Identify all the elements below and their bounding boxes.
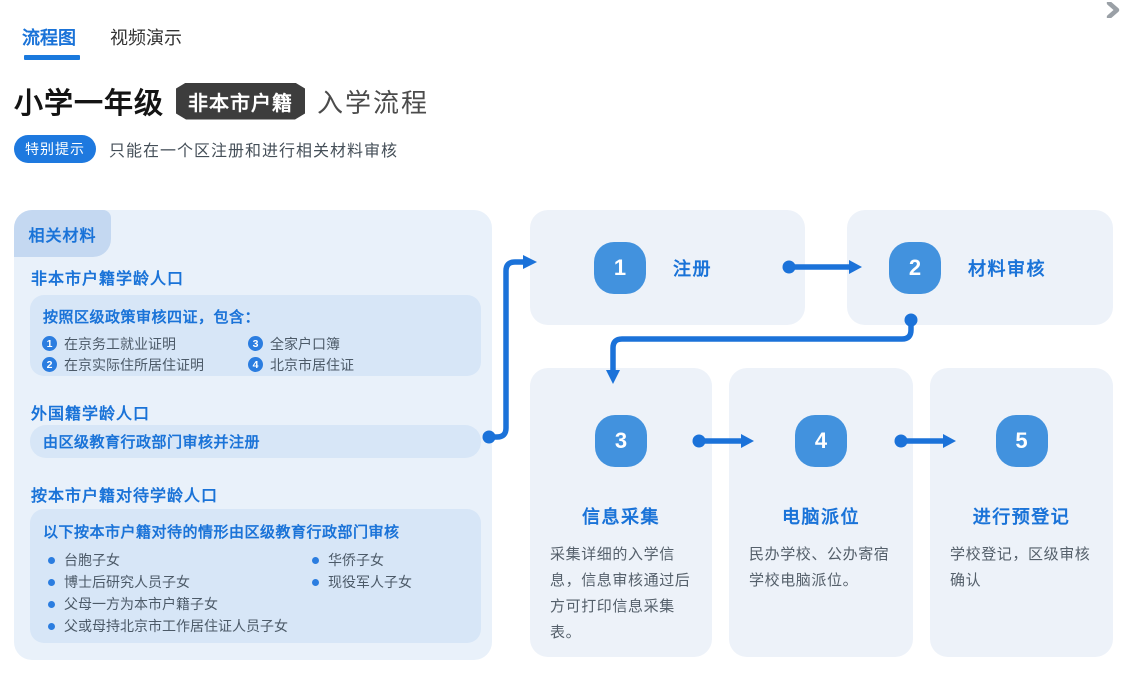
flow-step-1-register: 1 注册: [530, 210, 805, 325]
number-1-icon: 1: [42, 336, 57, 351]
bullet-text: 博士后研究人员子女: [64, 574, 190, 590]
box-title: 由区级教育行政部门审核并注册: [43, 434, 261, 451]
bullet-dot-icon: [312, 556, 319, 564]
step-4-number-badge: 4: [795, 415, 847, 467]
bullet-item: 现役军人子女: [312, 571, 412, 593]
bullet-column-1: 台胞子女 博士后研究人员子女 父母一方为本市户籍子女 父或母持北京市工作居住证人…: [48, 549, 312, 637]
numbered-item-text: 全家户口簿: [270, 335, 340, 352]
numbered-column-1: 1 在京务工就业证明 2 在京实际住所居住证明: [42, 333, 248, 375]
numbered-item: 1 在京务工就业证明: [42, 333, 248, 354]
box-title: 以下按本市户籍对待的情形由区级教育行政部门审核: [43, 524, 400, 541]
bullet-item: 父或母持北京市工作居住证人员子女: [48, 615, 312, 637]
tab-flowchart[interactable]: 流程图: [22, 28, 76, 48]
bullet-text: 父或母持北京市工作居住证人员子女: [64, 618, 288, 634]
box-title: 按照区级政策审核四证，包含：: [43, 309, 261, 326]
bullet-text: 台胞子女: [64, 552, 120, 568]
step-3-number-badge: 3: [595, 415, 647, 467]
bullet-item: 父母一方为本市户籍子女: [48, 593, 312, 615]
flow-step-3-info-collection: 3 信息采集 采集详细的入学信息，信息审核通过后方可打印信息采集表。: [530, 368, 712, 657]
bullet-dot-icon: [48, 578, 55, 586]
bullet-column-2: 华侨子女 现役军人子女: [312, 549, 412, 637]
numbered-item: 2 在京实际住所居住证明: [42, 354, 248, 375]
bullet-dot-icon: [312, 578, 319, 586]
special-tip: 特别提示 只能在一个区注册和进行相关材料审核: [14, 135, 398, 163]
flow-step-5-pre-registration: 5 进行预登记 学校登记，区级审核确认: [930, 368, 1113, 657]
step-1-number-badge: 1: [594, 241, 646, 294]
title-suffix: 入学流程: [317, 87, 430, 118]
title-badge-non-local: 非本市户籍: [176, 83, 305, 120]
bullet-item: 博士后研究人员子女: [48, 571, 312, 593]
numbered-item-columns: 1 在京务工就业证明 2 在京实际住所居住证明 3 全家户口簿 4: [30, 333, 481, 375]
tip-text: 只能在一个区注册和进行相关材料审核: [109, 143, 399, 160]
bullet-dot-icon: [48, 622, 55, 630]
step-2-label: 材料审核: [968, 258, 1046, 279]
step-4-label: 电脑派位: [782, 507, 860, 527]
section-heading-treated-as-local: 按本市户籍对待学龄人口: [31, 488, 219, 505]
bullet-text: 现役军人子女: [328, 574, 412, 590]
bullet-text: 华侨子女: [328, 552, 384, 568]
step-5-description: 学校登记，区级审核确认: [950, 546, 1091, 589]
materials-panel-tag: 相关材料: [14, 210, 111, 257]
flow-step-2-material-review: 2 材料审核: [847, 210, 1113, 325]
connector-step2-to-step3: [610, 317, 914, 373]
numbered-item: 4 北京市居住证: [248, 354, 354, 375]
chevron-right-icon[interactable]: [1106, 0, 1121, 20]
number-4-icon: 4: [248, 357, 263, 372]
flow-step-4-computer-allocation: 4 电脑派位 民办学校、公办寄宿学校电脑派位。: [729, 368, 913, 657]
section-heading-non-local: 非本市户籍学龄人口: [31, 271, 185, 288]
active-tab-underline: [24, 55, 80, 60]
bullet-text: 父母一方为本市户籍子女: [64, 596, 218, 612]
materials-panel: 相关材料 非本市户籍学龄人口 按照区级政策审核四证，包含： 1 在京务工就业证明…: [14, 210, 492, 660]
numbered-item-text: 在京务工就业证明: [64, 335, 176, 352]
step-5-label: 进行预登记: [972, 507, 1071, 527]
section-heading-foreign: 外国籍学龄人口: [31, 406, 151, 423]
tab-video-demo[interactable]: 视频演示: [110, 28, 182, 48]
bullet-item: 华侨子女: [312, 549, 412, 571]
numbered-item-text: 在京实际住所居住证明: [64, 356, 204, 373]
section-box-foreign: 由区级教育行政部门审核并注册: [30, 425, 481, 458]
title-grade: 小学一年级: [14, 88, 165, 120]
step-3-label: 信息采集: [582, 507, 660, 527]
step-3-description: 采集详细的入学信息，信息审核通过后方可打印信息采集表。: [550, 546, 691, 641]
number-2-icon: 2: [42, 357, 57, 372]
step-2-number-badge: 2: [889, 241, 941, 294]
bullet-item: 台胞子女: [48, 549, 312, 571]
numbered-item-text: 北京市居住证: [270, 356, 354, 373]
section-box-four-certificates: 按照区级政策审核四证，包含： 1 在京务工就业证明 2 在京实际住所居住证明 3: [30, 295, 481, 376]
step-5-number-badge: 5: [995, 415, 1048, 467]
step-4-description: 民办学校、公办寄宿学校电脑派位。: [749, 546, 890, 589]
bullet-dot-icon: [48, 600, 55, 608]
step-1-label: 注册: [673, 258, 712, 279]
tip-badge: 特别提示: [14, 135, 96, 163]
numbered-column-2: 3 全家户口簿 4 北京市居住证: [248, 333, 354, 375]
number-3-icon: 3: [248, 336, 263, 351]
bullet-dot-icon: [48, 556, 55, 564]
connector-panel-to-step1: [486, 259, 526, 440]
section-box-treated-as-local: 以下按本市户籍对待的情形由区级教育行政部门审核 台胞子女 博士后研究人员子女 父…: [30, 509, 481, 643]
numbered-item: 3 全家户口簿: [248, 333, 354, 354]
tab-bar: 流程图 视频演示: [22, 24, 182, 50]
bullet-columns: 台胞子女 博士后研究人员子女 父母一方为本市户籍子女 父或母持北京市工作居住证人…: [30, 549, 481, 637]
page-title: 小学一年级 非本市户籍 入学流程: [14, 80, 429, 122]
